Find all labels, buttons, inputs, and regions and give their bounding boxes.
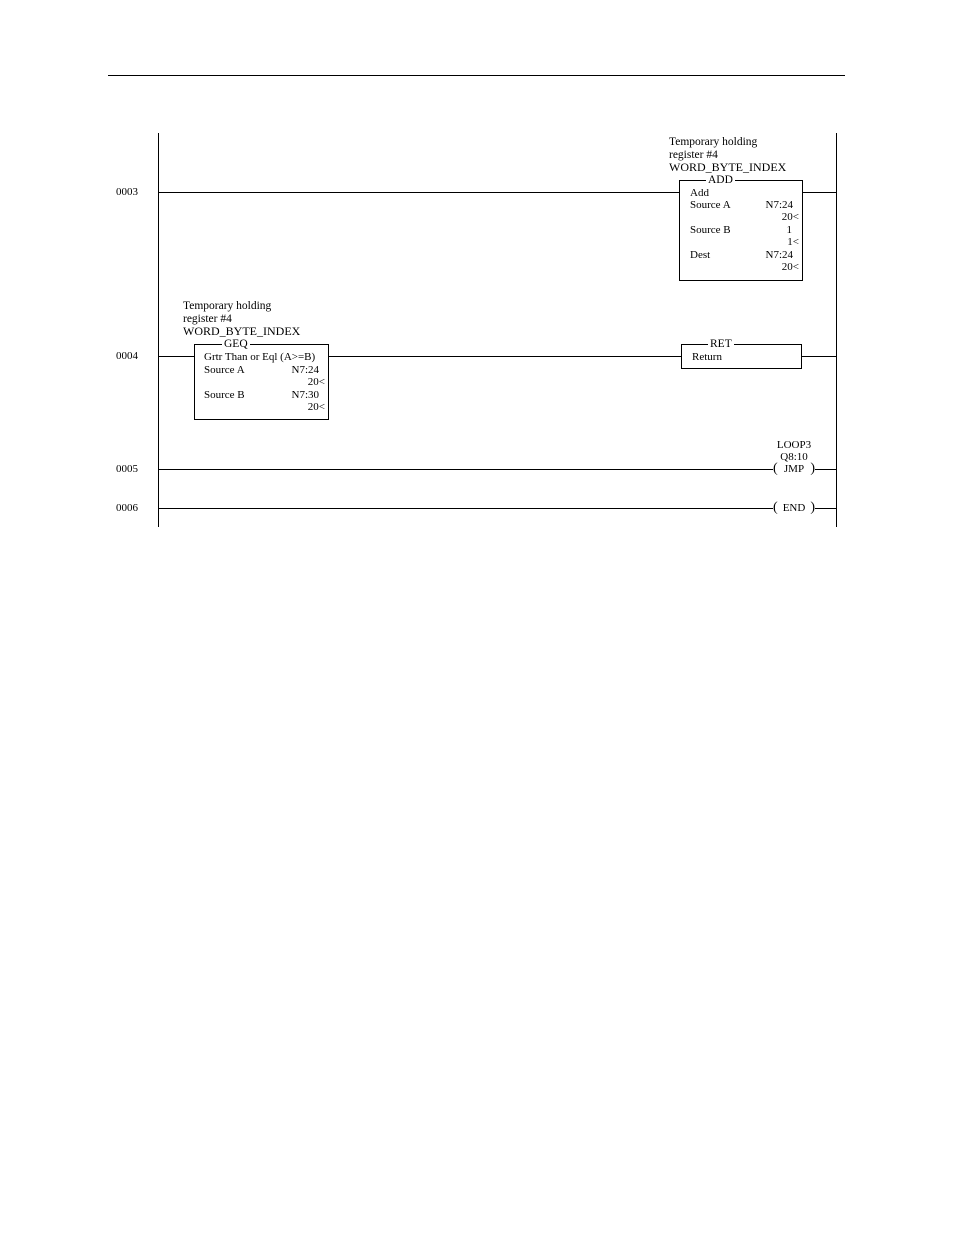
rung-wire <box>329 356 681 357</box>
source-a-value: 20< <box>781 211 799 223</box>
source-b-value: 20< <box>307 401 325 413</box>
source-b-address: 1 <box>786 224 793 236</box>
source-a-label: Source A <box>204 364 245 376</box>
source-a-address: N7:24 <box>765 199 794 211</box>
rung-number: 0004 <box>116 350 138 362</box>
rung-number: 0003 <box>116 186 138 198</box>
rung-wire <box>802 192 836 193</box>
coil-label: JMP <box>773 463 815 475</box>
rung-number: 0005 <box>116 463 138 475</box>
coil-right-paren: ) <box>810 461 815 476</box>
ret-instruction-block[interactable]: RET Return <box>681 338 802 369</box>
source-b-label: Source B <box>690 224 731 236</box>
instruction-description: Return <box>692 351 722 363</box>
rung-wire <box>159 192 679 193</box>
coil-left-paren: ( <box>773 461 778 476</box>
dest-value: 20< <box>781 261 799 273</box>
coil-right-paren: ) <box>810 500 815 515</box>
geq-instruction-block[interactable]: GEQ Grtr Than or Eql (A>=B) Source A N7:… <box>194 338 329 420</box>
rung-wire <box>802 356 836 357</box>
add-instruction-block[interactable]: ADD Add Source A N7:24 20< Source B 1 1<… <box>679 174 803 281</box>
coil-left-paren: ( <box>773 500 778 515</box>
instruction-name: RET <box>708 338 734 350</box>
instruction-name: GEQ <box>222 338 250 350</box>
rung-number: 0006 <box>116 502 138 514</box>
jmp-output-coil[interactable]: JMP ( ) <box>773 462 815 476</box>
source-a-address: N7:24 <box>291 364 320 376</box>
rung-wire <box>813 469 836 470</box>
rung-wire <box>159 356 194 357</box>
rung-wire <box>159 508 775 509</box>
dest-address: N7:24 <box>765 249 794 261</box>
source-a-label: Source A <box>690 199 731 211</box>
instruction-description: Add <box>690 187 709 199</box>
left-power-rail <box>158 133 159 527</box>
header-rule <box>108 75 845 76</box>
instruction-comment: Temporary holding register #4 WORD_BYTE_… <box>183 300 301 338</box>
rung-wire <box>159 469 775 470</box>
right-power-rail <box>836 133 837 527</box>
instruction-comment: Temporary holding register #4 WORD_BYTE_… <box>669 136 787 174</box>
instruction-description: Grtr Than or Eql (A>=B) <box>204 351 316 363</box>
end-output-coil[interactable]: END ( ) <box>773 501 815 515</box>
jump-label: LOOP3 Q8:10 <box>776 439 812 463</box>
source-b-label: Source B <box>204 389 245 401</box>
source-b-value: 1< <box>787 236 799 248</box>
rung-wire <box>813 508 836 509</box>
source-a-value: 20< <box>307 376 325 388</box>
instruction-name: ADD <box>706 174 735 186</box>
coil-label: END <box>773 502 815 514</box>
dest-label: Dest <box>690 249 711 261</box>
source-b-address: N7:30 <box>291 389 320 401</box>
